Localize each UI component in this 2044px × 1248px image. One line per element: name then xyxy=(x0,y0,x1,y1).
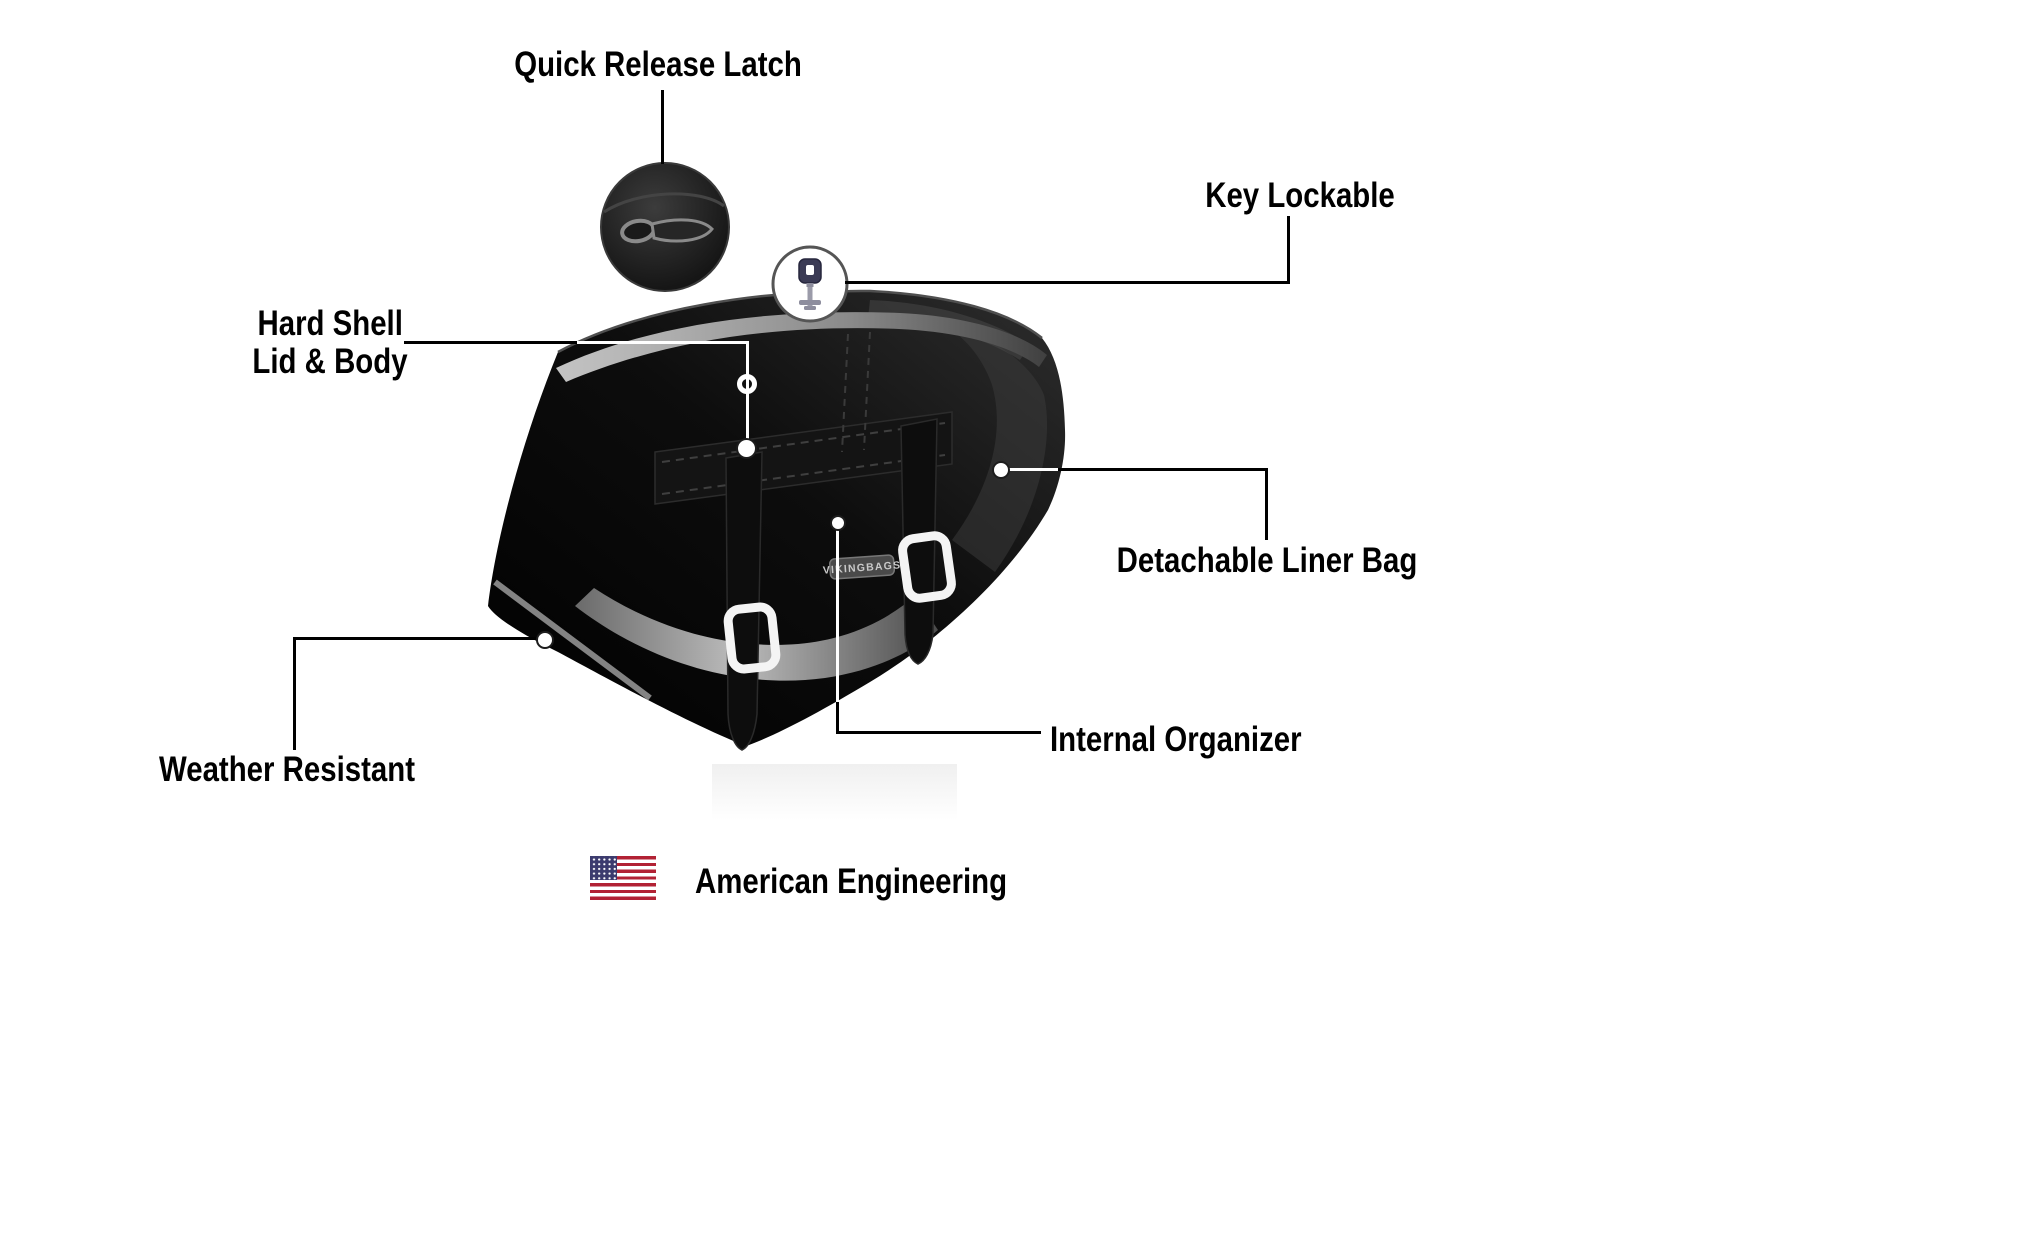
band-stitch-top xyxy=(661,422,946,463)
lid-stitch-2 xyxy=(863,331,871,451)
label-american-engineering: American Engineering xyxy=(695,862,1008,901)
callout-dot-lid xyxy=(737,374,757,394)
label-detachable-liner-bag: Detachable Liner Bag xyxy=(1116,541,1418,580)
lid-trim xyxy=(556,312,1047,382)
us-flag-canton xyxy=(590,856,617,880)
label-hard-shell-lid-body: Hard Shell Lid & Body xyxy=(252,304,408,381)
label-internal-organizer: Internal Organizer xyxy=(1050,720,1302,759)
callout-dot-liner xyxy=(992,461,1010,479)
key-inset xyxy=(771,245,849,323)
key-icon xyxy=(798,258,822,310)
left-piping xyxy=(493,579,652,701)
brand-logo-text: VIKINGBAGS xyxy=(822,559,901,576)
callout-dot-weather xyxy=(536,631,554,649)
label-quick-release-latch: Quick Release Latch xyxy=(514,45,802,84)
connector-organizer-v-overbag xyxy=(836,528,839,704)
latch-inset xyxy=(600,162,730,292)
connector-key-h xyxy=(845,281,1290,284)
connector-organizer-v xyxy=(836,702,839,734)
connector-quick-release-v xyxy=(661,90,664,164)
buckle-left xyxy=(723,602,781,674)
buckle-right xyxy=(898,531,956,603)
strap-left xyxy=(725,451,763,751)
bag-gloss xyxy=(930,318,1048,572)
connector-hardshell-h xyxy=(404,341,579,344)
connector-weather-v xyxy=(293,637,296,750)
connector-organizer-h xyxy=(836,731,1041,734)
connector-liner-v xyxy=(1265,468,1268,540)
connector-hardshell-v-overbag xyxy=(746,341,749,451)
reflection-area xyxy=(712,764,957,820)
connector-weather-h xyxy=(293,637,537,640)
quick-release-latch-icon xyxy=(620,218,714,244)
callout-dot-organizer xyxy=(830,515,846,531)
connector-key-v xyxy=(1287,216,1290,284)
connector-liner-h-overbag xyxy=(1008,468,1060,471)
band-stitch-bottom xyxy=(661,454,946,495)
connector-hardshell-h-overbag xyxy=(577,341,749,344)
us-flag-icon xyxy=(590,856,656,900)
lid-stitch-1 xyxy=(841,333,849,453)
saddlebag: VIKINGBAGS xyxy=(488,289,1066,751)
brand-plate: VIKINGBAGS xyxy=(822,554,902,580)
label-key-lockable: Key Lockable xyxy=(1205,176,1395,215)
bottom-lip xyxy=(575,588,938,681)
label-weather-resistant: Weather Resistant xyxy=(159,750,415,789)
connector-liner-h xyxy=(1058,468,1268,471)
callout-dot-body xyxy=(736,438,757,459)
